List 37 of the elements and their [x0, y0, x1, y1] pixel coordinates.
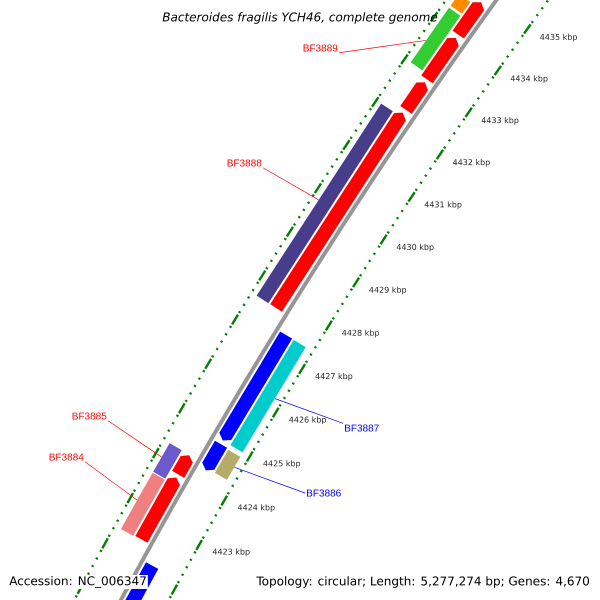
scale-label: 4432 kbp	[452, 159, 490, 167]
scale-label: 4427 kbp	[316, 372, 352, 381]
gene-bar	[153, 443, 182, 479]
leader-line	[262, 167, 319, 200]
scale-label: 4434 kbp	[510, 75, 548, 83]
gene-block	[400, 82, 428, 114]
scale-label: 4429 kbp	[369, 286, 406, 294]
gene-label: BF3889	[304, 44, 338, 52]
gene-label: BF3887	[345, 424, 379, 432]
genome-info: Topology: circular; Length: 5,277,274 bp; Genes: 4,670	[255, 575, 591, 589]
scale-label: 4433 kbp	[482, 117, 518, 125]
scale-label: 4423 kbp	[212, 548, 250, 556]
gene-block	[172, 455, 193, 478]
scale-label: 4435 kbp	[540, 34, 577, 42]
scale-label: 4428 kbp	[342, 330, 380, 338]
scale-label: 4430 kbp	[396, 244, 434, 252]
leader-line	[274, 398, 344, 424]
gene-bar	[120, 472, 165, 536]
gene-block	[135, 477, 180, 543]
gene-label: BF3886	[307, 489, 341, 497]
scale-label: 4431 kbp	[424, 201, 462, 209]
accession-text: Accession: NC_006347	[8, 575, 148, 589]
scale-label: 4426 kbp	[289, 416, 326, 424]
gene-bar	[450, 0, 470, 14]
scale-label: 4424 kbp	[238, 504, 275, 512]
leader-line	[84, 461, 138, 500]
gene-label: BF3884	[50, 453, 84, 461]
scale-label: 4425 kbp	[263, 460, 300, 468]
gene-label: BF3885	[72, 412, 106, 420]
leader-line	[108, 420, 162, 458]
gene-label: BF3888	[228, 159, 262, 167]
leader-line	[234, 466, 306, 494]
gene-bar	[214, 450, 240, 480]
leader-line	[338, 40, 426, 54]
gene-block	[202, 440, 228, 470]
gene-block	[452, 2, 484, 39]
gene-block	[421, 38, 459, 84]
